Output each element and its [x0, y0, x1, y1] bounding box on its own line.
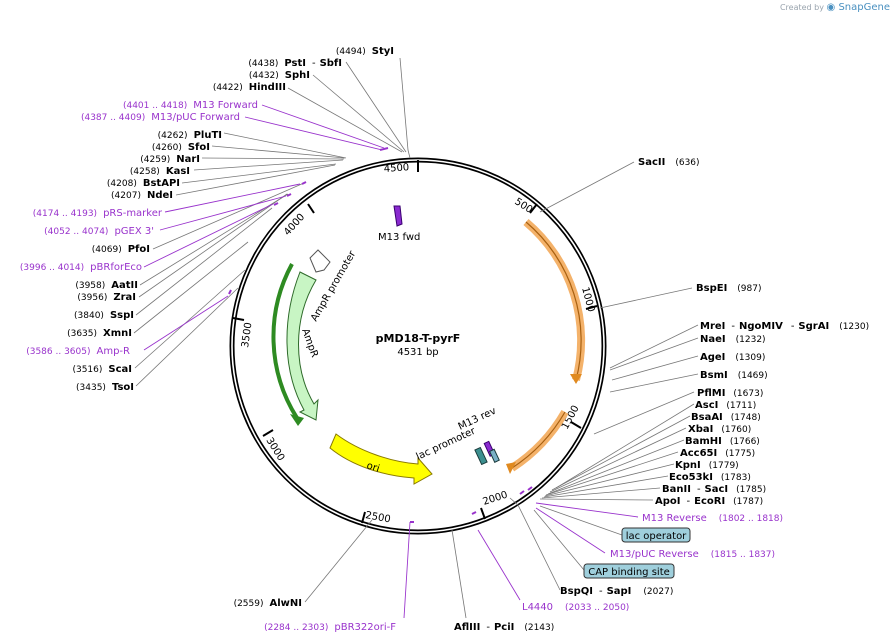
enzyme-ndei: (4207)NdeI	[111, 190, 173, 201]
m13-rev-label: M13 rev	[457, 406, 498, 433]
primer-m13-puc-reverse: M13/pUC Reverse(1815 .. 1837)	[610, 549, 775, 560]
primer-pgex3: (4052 .. 4074)pGEX 3'	[44, 226, 154, 237]
enzyme-scai: (3516)ScaI	[72, 364, 132, 375]
left-primer-labels: (4401 .. 4418)M13 Forward (4387 .. 4409)…	[20, 100, 396, 633]
enzyme-tsoi: (3435)TsoI	[76, 382, 134, 393]
enzyme-kpni: KpnI(1779)	[675, 460, 739, 471]
enzyme-nari: (4259)NarI	[140, 154, 200, 165]
right-box-leaders	[533, 505, 623, 571]
ampr-feature: AmpR	[286, 271, 320, 421]
tick-2500	[361, 511, 366, 524]
enzyme-banii-saci: BanII-SacI(1785)	[662, 484, 766, 495]
ori-feature: ori	[329, 433, 433, 485]
primer-m13-puc-forward: (4387 .. 4409)M13/pUC Forward	[81, 112, 240, 123]
tick-3500	[232, 317, 245, 321]
credit-brand: SnapGene	[838, 2, 890, 13]
enzyme-naei: NaeI(1232)	[700, 334, 766, 345]
enzyme-mrei-ngomiv-sgrai: MreI-NgoMIV-SgrAI(1230)	[700, 321, 869, 332]
enzyme-afliii-pcii: AflIII-PciI(2143)	[454, 622, 554, 633]
right-primer-leaders	[477, 502, 639, 601]
tick-label-2000: 2000	[482, 490, 510, 508]
insert-feature-2	[506, 409, 569, 474]
ori-label: ori	[365, 460, 381, 474]
enzyme-xbai: XbaI(1760)	[688, 424, 751, 435]
ampr-label: AmpR	[299, 327, 320, 359]
enzyme-bsaai: BsaAI(1748)	[691, 412, 761, 423]
tick-label-4500: 4500	[383, 162, 409, 175]
primer-sites	[228, 147, 533, 523]
left-primer-leaders	[143, 104, 411, 619]
enzyme-bstapi: (4208)BstAPI	[107, 178, 180, 189]
plasmid-length: 4531 bp	[397, 347, 438, 358]
lac-promoter-label: lac promoter	[415, 425, 478, 462]
enzyme-pfoi: (4069)PfoI	[92, 244, 150, 255]
primer-amp-r: (3586 .. 3605)Amp-R	[26, 346, 130, 357]
tick-2000	[480, 507, 486, 520]
enzyme-kasi: (4258)KasI	[130, 166, 190, 177]
lac-operator-box: lac operator	[621, 527, 691, 543]
primer-l4440: L4440(2033 .. 2050)	[522, 602, 629, 613]
tick-3000	[262, 429, 274, 437]
enzyme-bspei: BspEI(987)	[696, 283, 762, 294]
left-leader-lines	[133, 57, 411, 603]
enzyme-asci: AscI(1711)	[695, 400, 756, 411]
snapgene-credit: Created by ◉ SnapGene	[780, 2, 890, 13]
enzyme-apoi-ecori: ApoI-EcoRI(1787)	[655, 496, 763, 507]
right-enzyme-labels: SacII(636) BspEI(987) MreI-NgoMIV-SgrAI(…	[454, 157, 869, 633]
enzyme-pflmi: PflMI(1673)	[697, 388, 763, 399]
tick-label-3000: 3000	[263, 436, 286, 463]
left-enzyme-labels: (4494)StyI (4438)PstI-SbfI (4432)SphI (4…	[67, 46, 394, 609]
enzyme-bamhi: BamHI(1766)	[685, 436, 760, 447]
enzyme-pluti: (4262)PluTI	[158, 130, 222, 141]
tick-label-3500: 3500	[240, 322, 254, 349]
lac-region-features: M13 rev lac promoter	[415, 406, 500, 466]
enzyme-psti-sbfi: (4438)PstI-SbfI	[248, 58, 342, 69]
enzyme-xmni: (3635)XmnI	[67, 328, 132, 339]
enzyme-bsmi: BsmI(1469)	[700, 370, 768, 381]
insert-feature-1	[523, 218, 586, 384]
enzyme-bspqi-sapi: BspQI-SapI(2027)	[560, 586, 673, 597]
cap-binding-site-box: CAP binding site	[583, 563, 675, 579]
right-leader-lines	[451, 161, 699, 619]
tick-500	[529, 203, 538, 214]
enzyme-sphi: (4432)SphI	[249, 70, 310, 81]
primer-pbrforeco: (3996 .. 4014)pBRforEco	[20, 262, 142, 273]
credit-prefix: Created by	[779, 3, 824, 12]
tick-4000	[307, 203, 315, 214]
plasmid-name: pMD18-T-pyrF	[376, 332, 461, 345]
lac-operator-label: lac operator	[626, 531, 687, 542]
enzyme-eco53ki: Eco53kI(1783)	[669, 472, 751, 483]
enzyme-styi: (4494)StyI	[336, 46, 394, 57]
tick-1000	[585, 305, 598, 310]
enzyme-alwni: (2559)AlwNI	[234, 598, 302, 609]
enzyme-zrai: (3956)ZraI	[77, 292, 136, 303]
enzyme-sfoi: (4260)SfoI	[152, 142, 210, 153]
enzyme-agei: AgeI(1309)	[700, 352, 765, 363]
snapgene-logo: ◉ SnapGene	[826, 2, 890, 13]
m13-fwd-feature: M13 fwd	[378, 205, 420, 243]
enzyme-hindiii: (4422)HindIII	[213, 82, 286, 93]
enzyme-sacii: SacII(636)	[638, 157, 700, 168]
cap-binding-site-label: CAP binding site	[588, 567, 670, 578]
primer-prs-marker: (4174 .. 4193)pRS-marker	[33, 208, 163, 219]
primer-pbr322ori-f: (2284 .. 2303)pBR322ori-F	[264, 622, 396, 633]
m13-fwd-label: M13 fwd	[378, 232, 420, 243]
enzyme-sspi: (3840)SspI	[74, 310, 134, 321]
primer-m13-forward: (4401 .. 4418)M13 Forward	[123, 100, 258, 111]
enzyme-acc65i: Acc65I(1775)	[680, 448, 755, 459]
tick-1500	[570, 421, 582, 429]
ampr-promoter-feature: AmpR promoter	[309, 248, 359, 323]
enzyme-aatii: (3958)AatII	[75, 280, 138, 291]
primer-m13-reverse: M13 Reverse(1802 .. 1818)	[642, 513, 783, 524]
right-primer-labels: M13 Reverse(1802 .. 1818) M13/pUC Revers…	[522, 513, 783, 613]
ampr-outer-arc	[271, 263, 304, 426]
